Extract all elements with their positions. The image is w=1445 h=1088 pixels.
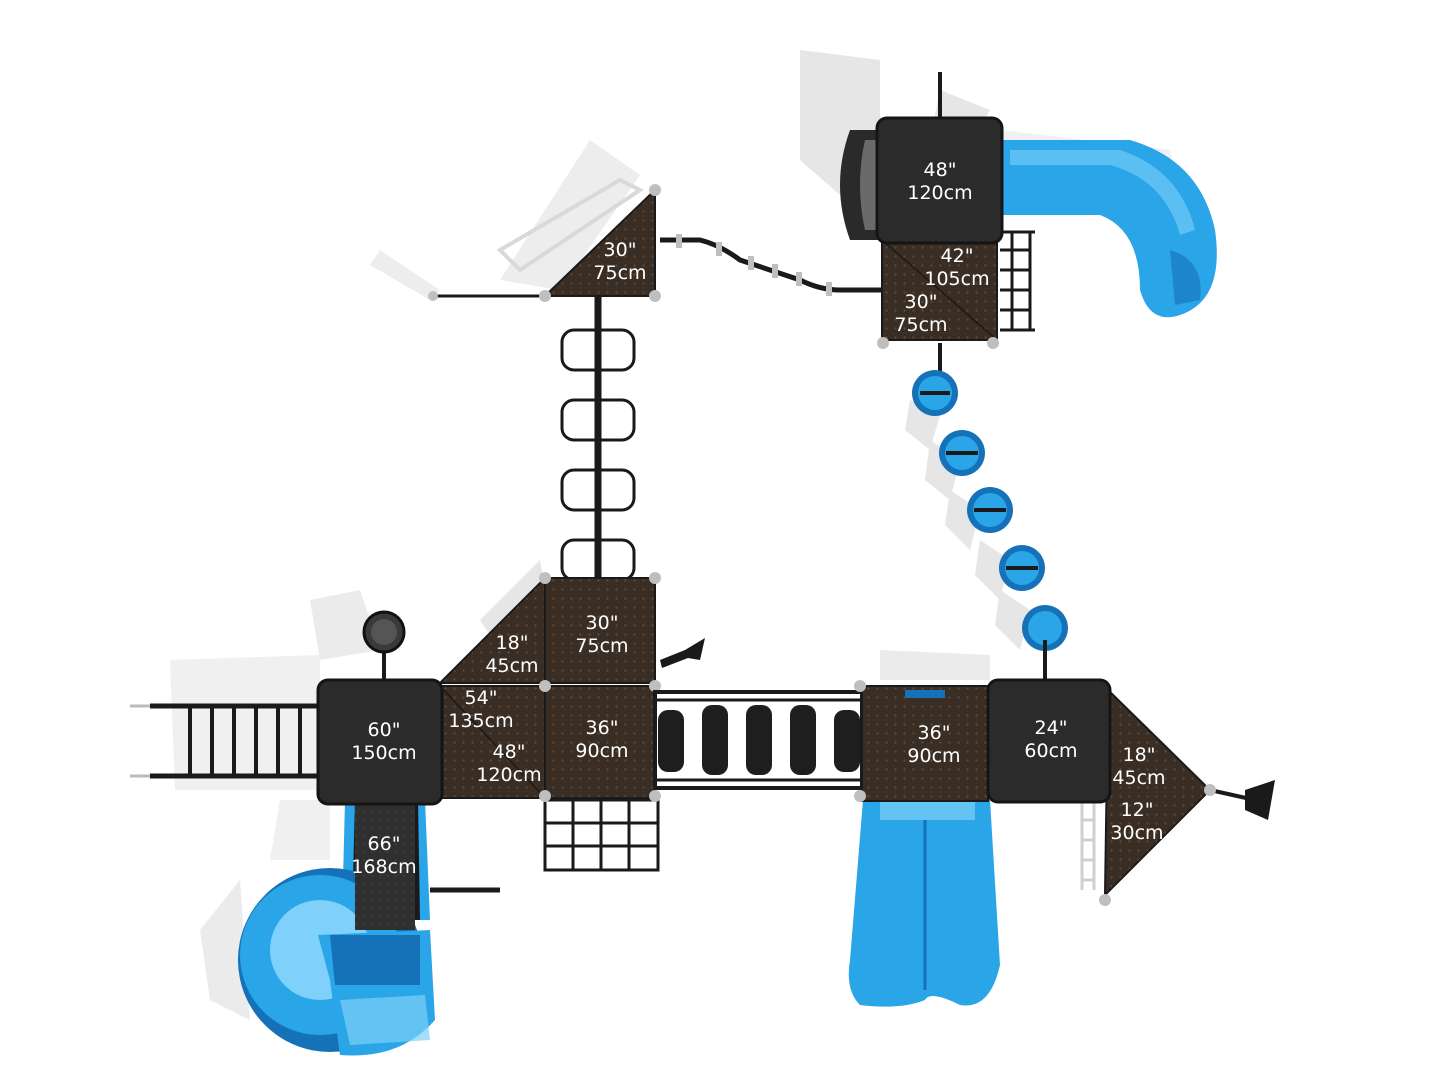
label-height-in: 48": [923, 159, 957, 181]
label-height-cm: 90cm: [575, 740, 629, 762]
label-tri-right-a: 18" 45cm: [1112, 744, 1165, 790]
tri-top-left: [428, 177, 661, 302]
label-deck-left-b: 48" 120cm: [476, 741, 541, 787]
label-height-in: 24": [1034, 717, 1068, 739]
roof-left: [316, 678, 444, 806]
label-height-in: 12": [1120, 799, 1154, 821]
label-height-cm: 105cm: [924, 268, 990, 290]
label-height-cm: 90cm: [907, 745, 961, 767]
label-deck-left-a: 54" 135cm: [448, 687, 513, 733]
label-height-in: 30": [585, 612, 619, 634]
label-height-in: 42": [940, 245, 974, 267]
label-height-in: 18": [1122, 744, 1156, 766]
label-height-in: 54": [464, 687, 498, 709]
label-height-cm: 135cm: [448, 710, 514, 732]
label-height-in: 18": [495, 632, 529, 654]
label-height-cm: 168cm: [351, 856, 417, 878]
label-height-in: 36": [917, 722, 951, 744]
label-height-cm: 75cm: [575, 635, 629, 657]
label-roof-right: 24" 60cm: [1024, 717, 1077, 763]
monkey-bars: [560, 296, 636, 582]
label-height-in: 36": [585, 717, 619, 739]
label-height-cm: 75cm: [894, 314, 948, 336]
label-height-cm: 45cm: [1112, 767, 1166, 789]
chain-bridge: [660, 234, 885, 296]
label-height-in: 48": [492, 741, 526, 763]
label-height-cm: 45cm: [485, 655, 539, 677]
label-height-in: 30": [603, 239, 637, 261]
label-deck-right-center: 36" 90cm: [907, 722, 960, 768]
left-ladder: [130, 703, 322, 779]
label-height-cm: 120cm: [476, 764, 542, 786]
grid-climber: [543, 798, 660, 872]
label-roof-top-right: 48" 120cm: [907, 159, 972, 205]
label-height-in: 66": [367, 833, 401, 855]
label-height-cm: 150cm: [351, 742, 417, 764]
label-deck-upper-right-a: 42" 105cm: [924, 245, 989, 291]
deck-left-66: [355, 800, 415, 930]
label-height-cm: 30cm: [1110, 822, 1164, 844]
label-height-in: 60": [367, 719, 401, 741]
label-slide-left: 66" 168cm: [351, 833, 416, 879]
label-deck-center-top: 30" 75cm: [575, 612, 628, 658]
label-tri-top-left: 30" 75cm: [593, 239, 646, 285]
label-tri-mid: 18" 45cm: [485, 632, 538, 678]
telescope: [362, 610, 406, 690]
right-tower: [986, 678, 1275, 906]
label-deck-center: 36" 90cm: [575, 717, 628, 763]
label-height-cm: 75cm: [593, 262, 647, 284]
label-height-cm: 60cm: [1024, 740, 1078, 762]
center-decks: [437, 572, 705, 802]
top-right-tower: [840, 72, 1217, 390]
stepping-pods: [912, 370, 1068, 680]
label-height-in: 30": [904, 291, 938, 313]
label-roof-left: 60" 150cm: [351, 719, 416, 765]
label-height-cm: 120cm: [907, 182, 973, 204]
label-deck-upper-right-b: 30" 75cm: [894, 291, 947, 337]
right-center-deck: [848, 680, 1000, 1007]
label-tri-right-b: 12" 30cm: [1110, 799, 1163, 845]
roller-bridge: [653, 690, 864, 790]
